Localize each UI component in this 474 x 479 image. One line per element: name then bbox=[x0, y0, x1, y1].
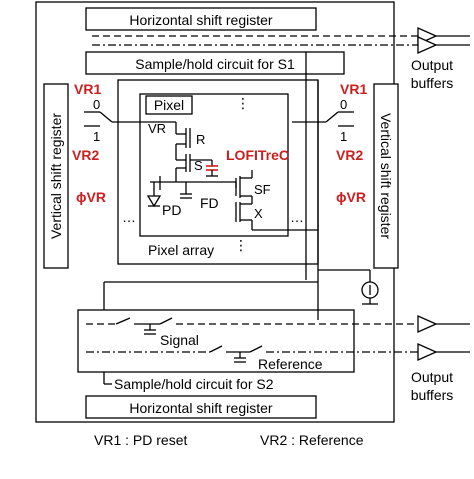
vertical-shift-register-right-label: Vertical shift register bbox=[378, 113, 394, 239]
output-buffer-top-2 bbox=[417, 35, 438, 55]
x-transistor-label: X bbox=[254, 206, 263, 221]
lofitrec-label: LOFITreC bbox=[226, 147, 289, 163]
switch-0-left: 0 bbox=[93, 97, 100, 112]
phi-vr-right-label: ϕVR bbox=[336, 189, 366, 205]
signal-switch-1 bbox=[115, 317, 131, 325]
vertical-shift-register-left-label: Vertical shift register bbox=[48, 113, 64, 239]
horizontal-shift-register-bottom-label: Horizontal shift register bbox=[129, 400, 273, 416]
signal-label: Signal bbox=[160, 332, 199, 348]
sample-hold-s1-box bbox=[85, 51, 345, 75]
vertical-shift-register-right bbox=[373, 83, 399, 269]
horizontal-shift-register-top bbox=[85, 7, 317, 31]
horizontal-shift-register-bottom bbox=[85, 395, 317, 419]
pixel-cell-box bbox=[139, 93, 289, 237]
reference-switch-1 bbox=[209, 345, 223, 353]
sample-hold-s2-label: Sample/hold circuit for S2 bbox=[114, 376, 274, 392]
pixel-array-label: Pixel array bbox=[148, 242, 214, 258]
switch-0-right: 0 bbox=[340, 97, 347, 112]
vr2-right-label: VR2 bbox=[336, 147, 363, 163]
sample-hold-s2-box bbox=[77, 309, 355, 373]
dots-horizontal-left: … bbox=[122, 209, 136, 225]
pixel-label: Pixel bbox=[154, 97, 184, 113]
output-buffers-bottom-line2: buffers bbox=[411, 387, 454, 403]
switch-1-left: 1 bbox=[93, 129, 100, 144]
legend-vr2: VR2 : Reference bbox=[260, 432, 364, 448]
right-switch-arm bbox=[325, 111, 339, 123]
horizontal-shift-register-top-label: Horizontal shift register bbox=[129, 12, 273, 28]
vr-node-label: VR bbox=[148, 121, 166, 136]
dots-vertical-bottom: ⋮ bbox=[234, 237, 248, 253]
output-buffer-bottom-1 bbox=[417, 314, 438, 334]
phi-vr-left-label: ϕVR bbox=[76, 189, 106, 205]
sf-transistor-label: SF bbox=[254, 182, 271, 197]
legend-vr1: VR1 : PD reset bbox=[94, 432, 187, 448]
pd-diode bbox=[146, 195, 162, 208]
output-buffer-bottom-2 bbox=[417, 342, 438, 362]
signal-switch-2 bbox=[159, 317, 173, 325]
switch-1-right: 1 bbox=[340, 129, 347, 144]
vr1-left-label: VR1 bbox=[74, 81, 101, 97]
reference-label: Reference bbox=[258, 356, 323, 372]
pd-label: PD bbox=[162, 202, 181, 218]
output-buffers-bottom-line1: Output bbox=[411, 369, 453, 385]
reference-switch-2 bbox=[249, 345, 263, 353]
fd-label: FD bbox=[200, 195, 219, 211]
pixel-label-box bbox=[145, 95, 193, 115]
vr1-right-label: VR1 bbox=[340, 81, 367, 97]
dots-vertical-top: ⋮ bbox=[236, 95, 250, 111]
r-transistor-label: R bbox=[196, 132, 205, 147]
vr2-left-label: VR2 bbox=[72, 147, 99, 163]
left-switch-arm bbox=[99, 111, 113, 123]
output-buffers-top-line1: Output bbox=[411, 57, 453, 73]
s-transistor-label: S bbox=[194, 158, 203, 173]
vertical-shift-register-left bbox=[43, 83, 69, 269]
sample-hold-s1-label: Sample/hold circuit for S1 bbox=[135, 56, 295, 72]
dots-horizontal-right: … bbox=[290, 209, 304, 225]
output-buffers-top-line2: buffers bbox=[411, 75, 454, 91]
